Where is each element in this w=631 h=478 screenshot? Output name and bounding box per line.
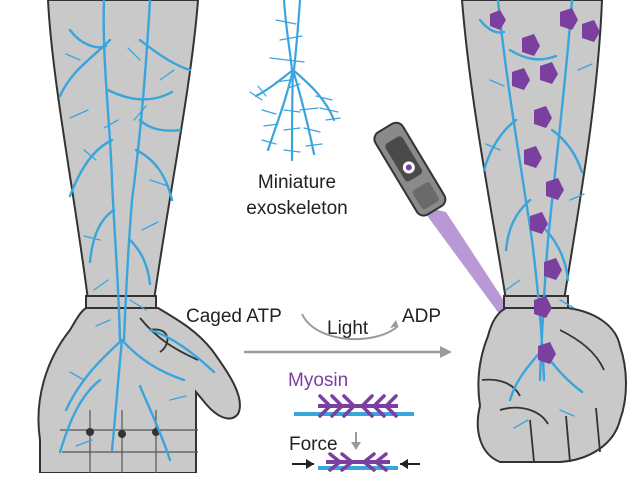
miniature-exoskeleton xyxy=(249,0,341,162)
force-down-arrow xyxy=(351,442,361,450)
light-label: Light xyxy=(327,318,369,339)
right-arm xyxy=(460,0,627,463)
contracted-myosin xyxy=(292,452,420,472)
catalysis-curve-arrow xyxy=(301,313,399,341)
exoskeleton-label-line1: Miniature xyxy=(258,172,336,193)
left-arm xyxy=(37,0,241,474)
force-label: Force xyxy=(289,434,338,455)
adp-label: ADP xyxy=(402,306,441,327)
caged-atp-label: Caged ATP xyxy=(186,306,282,327)
exoskeleton-label-line2: exoskeleton xyxy=(246,198,347,219)
myosin-label: Myosin xyxy=(288,370,348,391)
myosin-filament xyxy=(294,394,414,418)
myosin-bundles xyxy=(490,8,600,364)
